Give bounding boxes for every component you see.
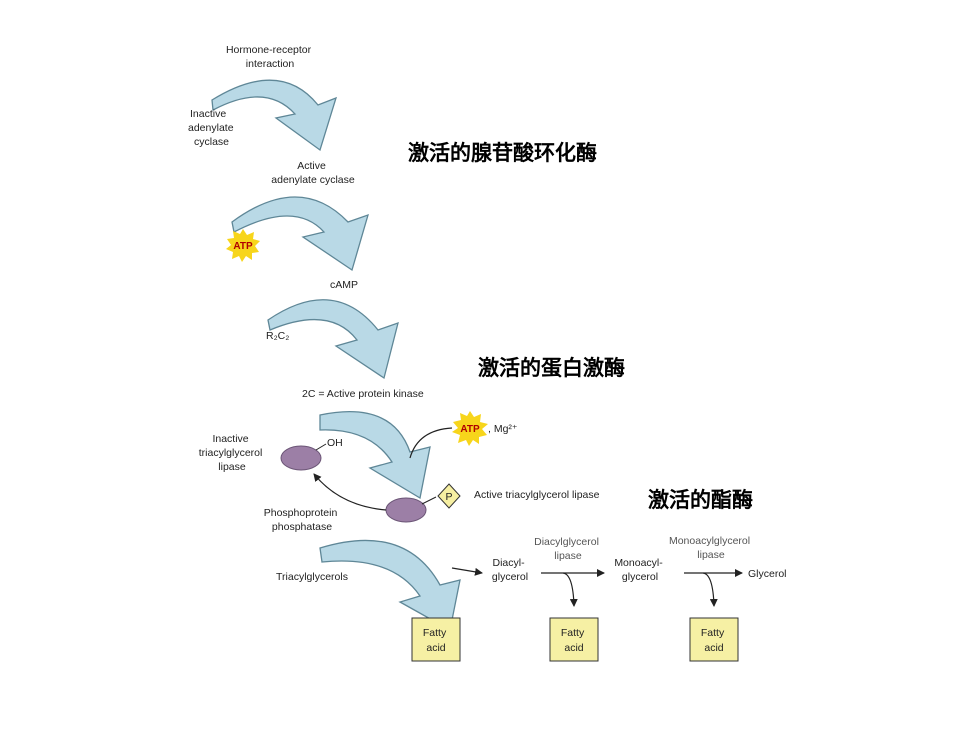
diacylglycerol-label: Diacyl- glycerol: [492, 557, 528, 583]
arrow-to-diacylglycerol: [451, 567, 483, 576]
svg-text:Fatty acid: Fatty acid: [423, 627, 449, 654]
phosphate-bond: [421, 496, 437, 505]
phosphate-label: P: [445, 491, 452, 503]
svg-text:Fatty acid: Fatty acid: [561, 627, 587, 654]
fatty-acid-box-1: Fatty acid: [411, 617, 461, 662]
monoacylglycerol-label: Monoacyl- glycerol: [614, 557, 665, 583]
atp-feed-line: [409, 427, 453, 459]
phosphatase-return-arrow: [313, 473, 387, 511]
fatty-acid-box-3: Fatty acid: [689, 617, 739, 662]
r2c2-label: R₂C₂: [266, 330, 289, 342]
inactive-triacylglycerol-lipase-label: Inactive triacylglycerol lipase: [199, 433, 266, 473]
active-triacylglycerol-lipase-label: Active triacylglycerol lipase: [474, 489, 600, 501]
active-lipase-enzyme-icon: [385, 497, 427, 523]
annotation-activated-lipase: 激活的酯酶: [648, 488, 753, 512]
active-protein-kinase-label: 2C = Active protein kinase: [302, 388, 424, 400]
cascade-arrow-5: [319, 539, 461, 632]
hormone-receptor-label: Hormone-receptor interaction: [226, 44, 314, 70]
oh-label: OH: [327, 437, 343, 449]
atp-label-1: ATP: [233, 241, 253, 252]
cascade-arrow-3: [267, 299, 399, 380]
camp-label: cAMP: [330, 279, 358, 291]
triacylglycerols-label: Triacylglycerols: [276, 571, 348, 583]
atp-star-icon-2: [452, 411, 488, 446]
glycerol-label: Glycerol: [748, 568, 787, 580]
active-adenylate-cyclase-label: Active adenylate cyclase: [271, 160, 355, 186]
cascade-arrow-4: [319, 411, 431, 500]
arrow-fatty-acid-3: [702, 572, 718, 607]
inactive-adenylate-cyclase-label: Inactive adenylate cyclase: [188, 108, 236, 148]
oh-bond: [315, 443, 327, 451]
monoacylglycerol-lipase-label: Monoacylglycerol lipase: [669, 535, 753, 561]
diacylglycerol-lipase-label: Diacylglycerol lipase: [534, 536, 602, 562]
phosphate-diamond-icon: [437, 483, 461, 509]
arrow-fatty-acid-2: [562, 572, 578, 607]
annotation-activated-adenylate-cyclase: 激活的腺苷酸环化酶: [408, 141, 597, 165]
fatty-acid-box-2: Fatty acid: [549, 617, 599, 662]
inactive-lipase-enzyme-icon: [280, 445, 322, 471]
mg-ion-label: , Mg²⁺: [488, 423, 518, 435]
atp-star-icon: [226, 229, 260, 262]
phosphoprotein-phosphatase-label: Phosphoprotein phosphatase: [264, 507, 340, 533]
atp-label-2: ATP: [460, 424, 480, 435]
cascade-arrow-1: [211, 79, 338, 152]
annotation-activated-protein-kinase: 激活的蛋白激酶: [478, 356, 625, 380]
svg-text:Fatty acid: Fatty acid: [701, 627, 727, 654]
cascade-arrow-2: [231, 196, 369, 272]
